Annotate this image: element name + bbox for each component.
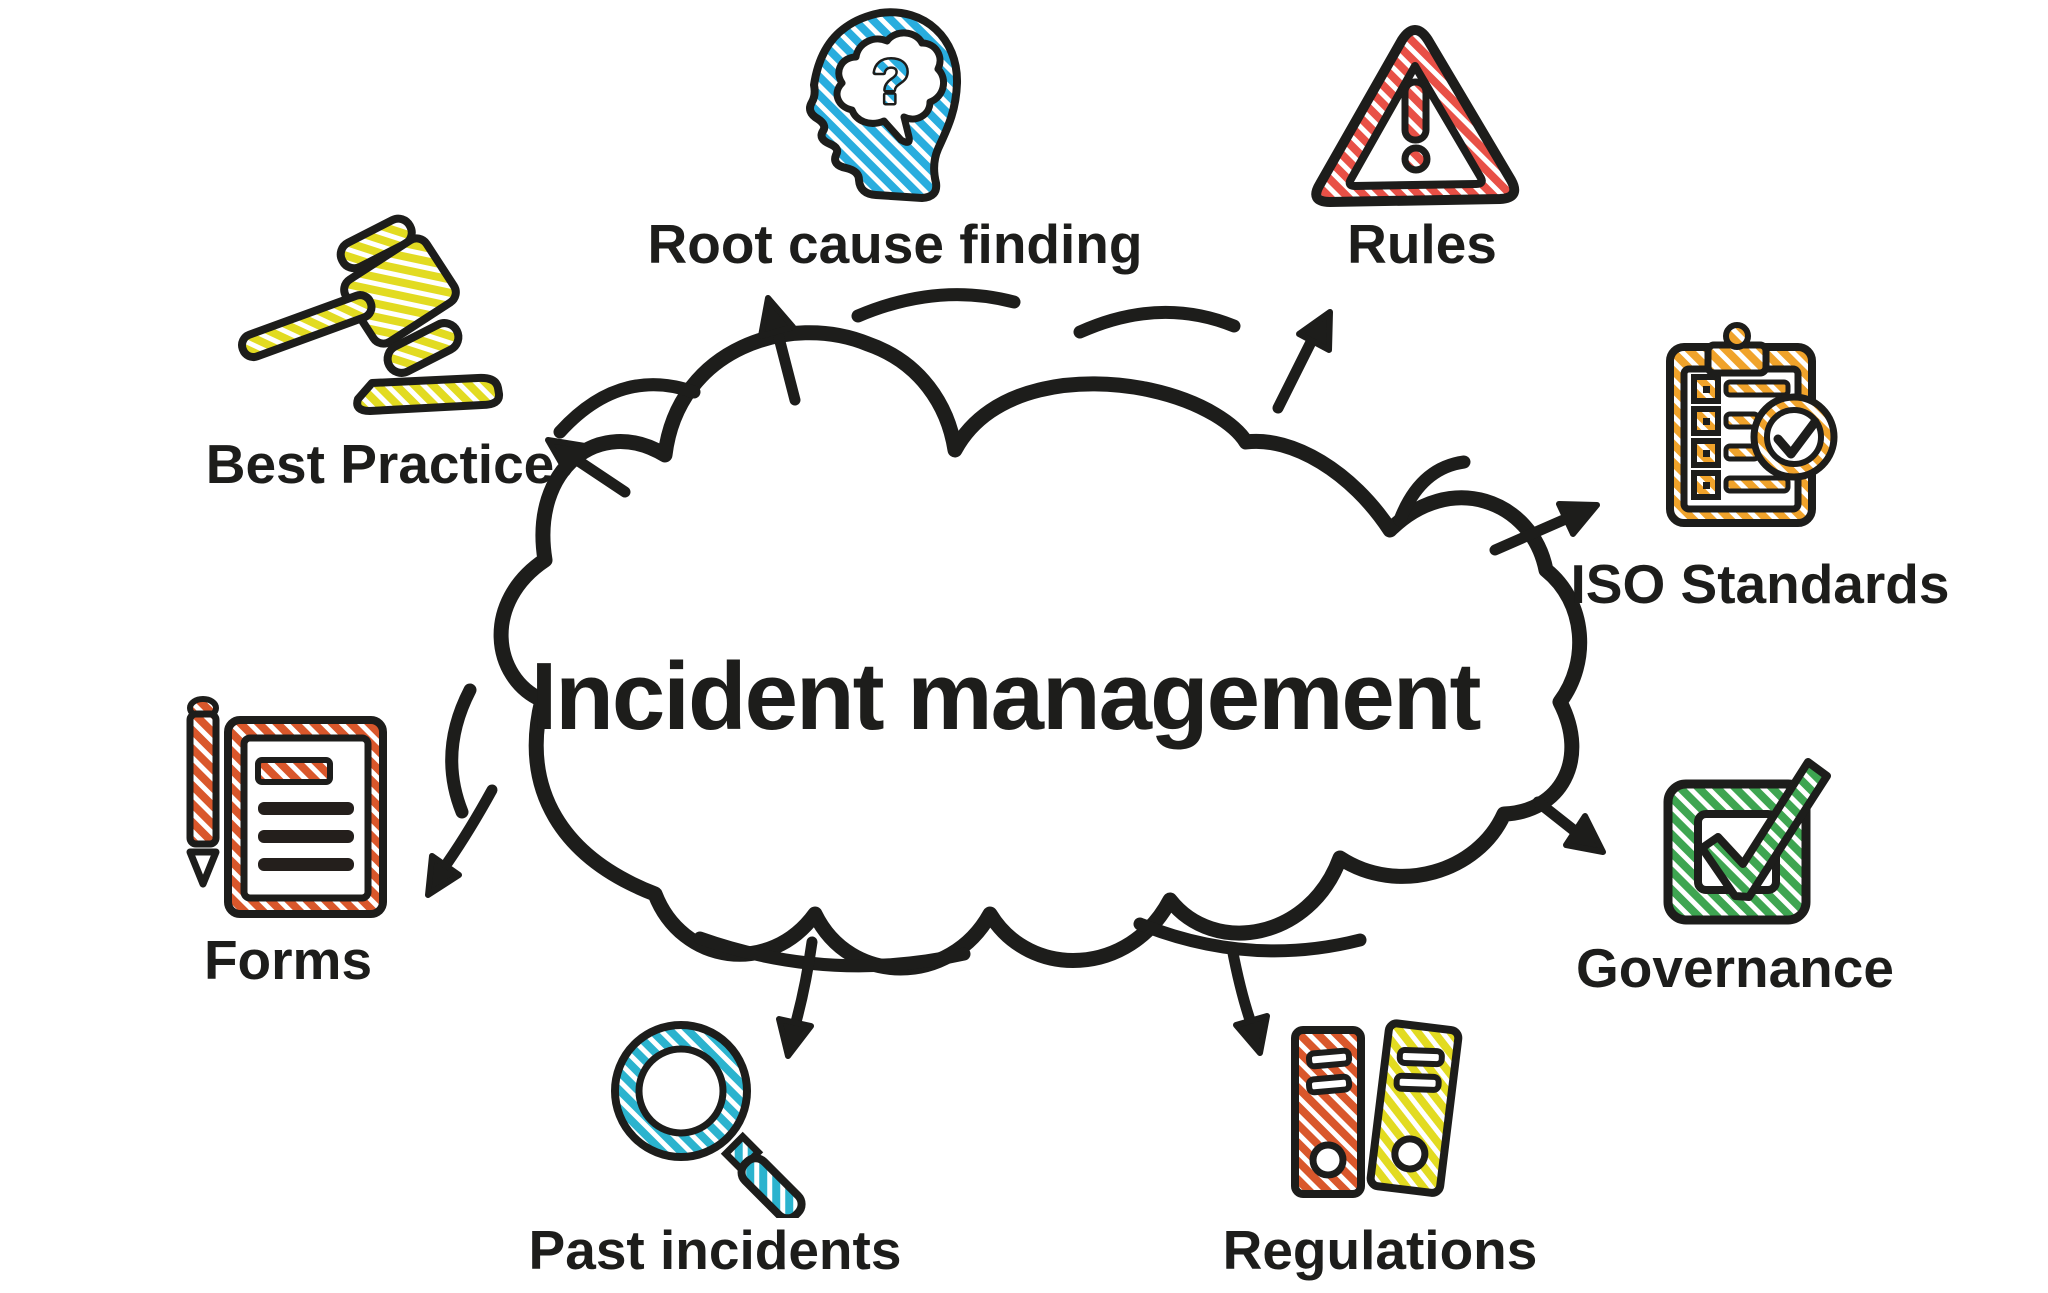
arrow-root-cause-finding [758,295,801,406]
label-best-practice: Best Practice [205,433,555,495]
pen [186,696,220,888]
magnifier-icon [593,1003,808,1218]
document [224,716,387,918]
label-root-cause-finding: Root cause finding [647,213,1143,275]
exclamation-bar [1401,78,1430,144]
arrow-regulations [1226,942,1270,1056]
checklist-rows [1691,374,1791,500]
gavel-icon [220,185,520,425]
binder-red [1291,1026,1365,1198]
binder-yellow [1366,1019,1463,1197]
arrow-rules [1272,309,1333,414]
cloud-accent-strokes [445,288,1471,973]
label-forms: Forms [203,929,373,991]
head-question-icon: ? [790,5,965,205]
arrow-forms [425,784,498,898]
exclamation-dot [1401,144,1431,174]
arrows [425,295,1606,1059]
gavel-base [353,373,504,415]
binders-icon [1283,1012,1478,1212]
arrow-iso-standards [1489,501,1600,556]
label-past-incidents: Past incidents [528,1219,902,1281]
brain-bubble [833,29,948,146]
document-pen-icon [178,692,388,922]
warning-triangle-icon [1303,18,1528,218]
label-governance: Governance [1576,937,1894,999]
cloud-title: Incident management [530,643,1482,750]
arrow-past-incidents [776,936,818,1059]
arrow-governance [1532,796,1606,855]
magnifier-handle [720,1131,806,1218]
check-mark [1698,758,1831,901]
label-iso-standards: ISO Standards [1570,553,1950,615]
arrow-best-practice [545,437,631,498]
checkbox-check-icon [1648,750,1838,940]
label-rules: Rules [1347,213,1497,275]
check-circle [1750,393,1838,481]
question-mark: ? [872,48,910,117]
label-regulations: Regulations [1222,1219,1538,1281]
clipboard-checklist-icon [1660,315,1840,530]
